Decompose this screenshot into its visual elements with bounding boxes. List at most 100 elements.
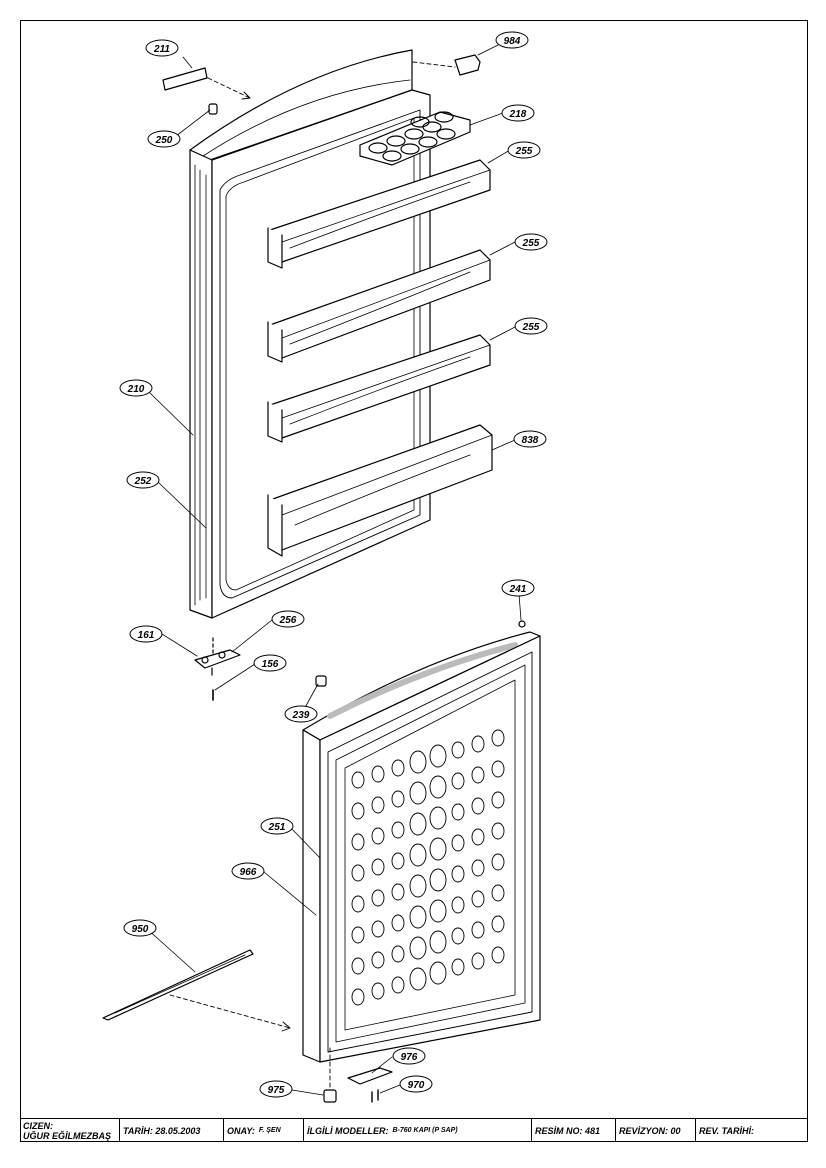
door-panel-circle: [429, 868, 447, 892]
arrow-head: [281, 1021, 291, 1032]
date-text: TARİH: 28.05.2003: [123, 1125, 201, 1136]
title-block: CIZEN: UĞUR EĞİLMEZBAŞ TARİH: 28.05.2003…: [20, 1118, 808, 1142]
callout-211: 211: [145, 39, 179, 57]
door-panel-circle: [409, 750, 427, 774]
svg-text:255: 255: [522, 322, 540, 333]
door-panel-circle: [371, 951, 385, 969]
exploded-parts-drawing: 211 984 250 218 255 255 255 838 210 252 …: [102, 31, 548, 1103]
door-panel-circle: [351, 864, 365, 882]
rev-date: REV. TARİHİ:: [699, 1125, 755, 1136]
door-panel-circle: [471, 735, 485, 753]
door-panel-circle: [391, 883, 405, 901]
door-panel-circle: [351, 771, 365, 789]
gasket-strip-inner: [114, 954, 246, 1014]
callout-161: 161: [129, 625, 163, 643]
svg-text:255: 255: [515, 146, 533, 157]
door-panel-circle: [371, 858, 385, 876]
svg-text:156: 156: [262, 659, 279, 670]
callout-255-a: 255: [507, 141, 541, 159]
drawer-name: UĞUR EĞİLMEZBAŞ: [23, 1130, 112, 1141]
door-panel-circle: [451, 865, 465, 883]
door-panel-circle: [391, 790, 405, 808]
part-screws: [371, 1089, 379, 1103]
callout-966: 966: [231, 862, 265, 880]
svg-text:210: 210: [127, 384, 145, 395]
door-panel-circle: [429, 899, 447, 923]
door-panel-circle: [409, 905, 427, 929]
callout-156: 156: [253, 654, 287, 672]
door-panel-circle: [371, 796, 385, 814]
svg-text:218: 218: [509, 109, 527, 120]
door-panel-circle: [351, 988, 365, 1006]
approval-cell: ONAY: F. ŞEN: [224, 1119, 304, 1142]
door-panel-circle: [371, 827, 385, 845]
svg-text:984: 984: [504, 36, 521, 47]
door-panel-circle: [351, 895, 365, 913]
door-panel-circle: [351, 833, 365, 851]
door-panel-circle: [451, 803, 465, 821]
door-panel-circle: [491, 946, 505, 964]
svg-text:950: 950: [132, 924, 149, 935]
door-panel-circle: [409, 967, 427, 991]
door-panel-circle: [351, 926, 365, 944]
door-panel-circle: [409, 812, 427, 836]
drawer-label: CIZEN:: [23, 1120, 53, 1131]
svg-text:970: 970: [408, 1080, 425, 1091]
models-label: İLGİLİ MODELLER:: [307, 1125, 389, 1136]
revision: REVİZYON: 00: [619, 1125, 681, 1136]
door-panel-circle: [371, 765, 385, 783]
door-panel-circle: [351, 957, 365, 975]
callout-210: 210: [119, 379, 153, 397]
svg-text:161: 161: [138, 630, 155, 641]
part-label-plate: [162, 67, 208, 91]
part-pin-top: [208, 103, 218, 115]
door-bin-3: [267, 334, 491, 443]
door-panel-circle: [471, 797, 485, 815]
rev-date-cell: REV. TARİHİ:: [696, 1119, 808, 1142]
door-panel-circle: [371, 889, 385, 907]
door-bin-1: [267, 159, 491, 269]
models-cell: İLGİLİ MODELLER: B-760 KAPI (P SAP): [304, 1119, 532, 1142]
door-panel-circle: [371, 920, 385, 938]
door-panel-circle: [471, 766, 485, 784]
svg-text:211: 211: [153, 44, 170, 55]
door-bin-large: [267, 424, 493, 557]
callout-256: 256: [271, 610, 305, 628]
assembly-arrows: [169, 61, 456, 1089]
part-cap: [454, 54, 481, 76]
callout-252: 252: [126, 471, 160, 489]
door-panel-circle: [391, 821, 405, 839]
approval-name: F. ŞEN: [258, 1127, 281, 1134]
door-panel-circle: [491, 884, 505, 902]
callout-975: 975: [259, 1080, 293, 1098]
callout-838: 838: [513, 430, 547, 448]
arrow-head: [241, 91, 251, 100]
door-panel-circle: [471, 859, 485, 877]
door-panel-circle: [471, 952, 485, 970]
door-panel-circle: [391, 945, 405, 963]
callout-984: 984: [495, 31, 529, 49]
egg-tray: [359, 111, 471, 166]
door-panel-circle: [429, 837, 447, 861]
drawing-no: RESİM NO: 481: [535, 1125, 601, 1136]
drawing-no-cell: RESİM NO: 481: [532, 1119, 616, 1142]
door-panel-circle: [409, 843, 427, 867]
door-panel-circle: [409, 936, 427, 960]
door-panel-circle: [451, 741, 465, 759]
door-panel-circle: [451, 834, 465, 852]
svg-text:251: 251: [268, 822, 286, 833]
door-panel-circle: [429, 930, 447, 954]
approval-label: ONAY:: [227, 1125, 255, 1136]
svg-text:252: 252: [134, 476, 152, 487]
door-panel-circle: [409, 874, 427, 898]
door-panel-circle: [451, 958, 465, 976]
door-panel-circle: [491, 729, 505, 747]
callout-218: 218: [501, 104, 535, 122]
revision-cell: REVİZYON: 00: [616, 1119, 696, 1142]
svg-text:838: 838: [522, 435, 539, 446]
door-panel-circle: [491, 822, 505, 840]
hinge-assembly: [194, 637, 241, 701]
callout-251: 251: [260, 817, 294, 835]
door-panel-circle: [391, 852, 405, 870]
part-bottom-bracket: [347, 1067, 393, 1085]
